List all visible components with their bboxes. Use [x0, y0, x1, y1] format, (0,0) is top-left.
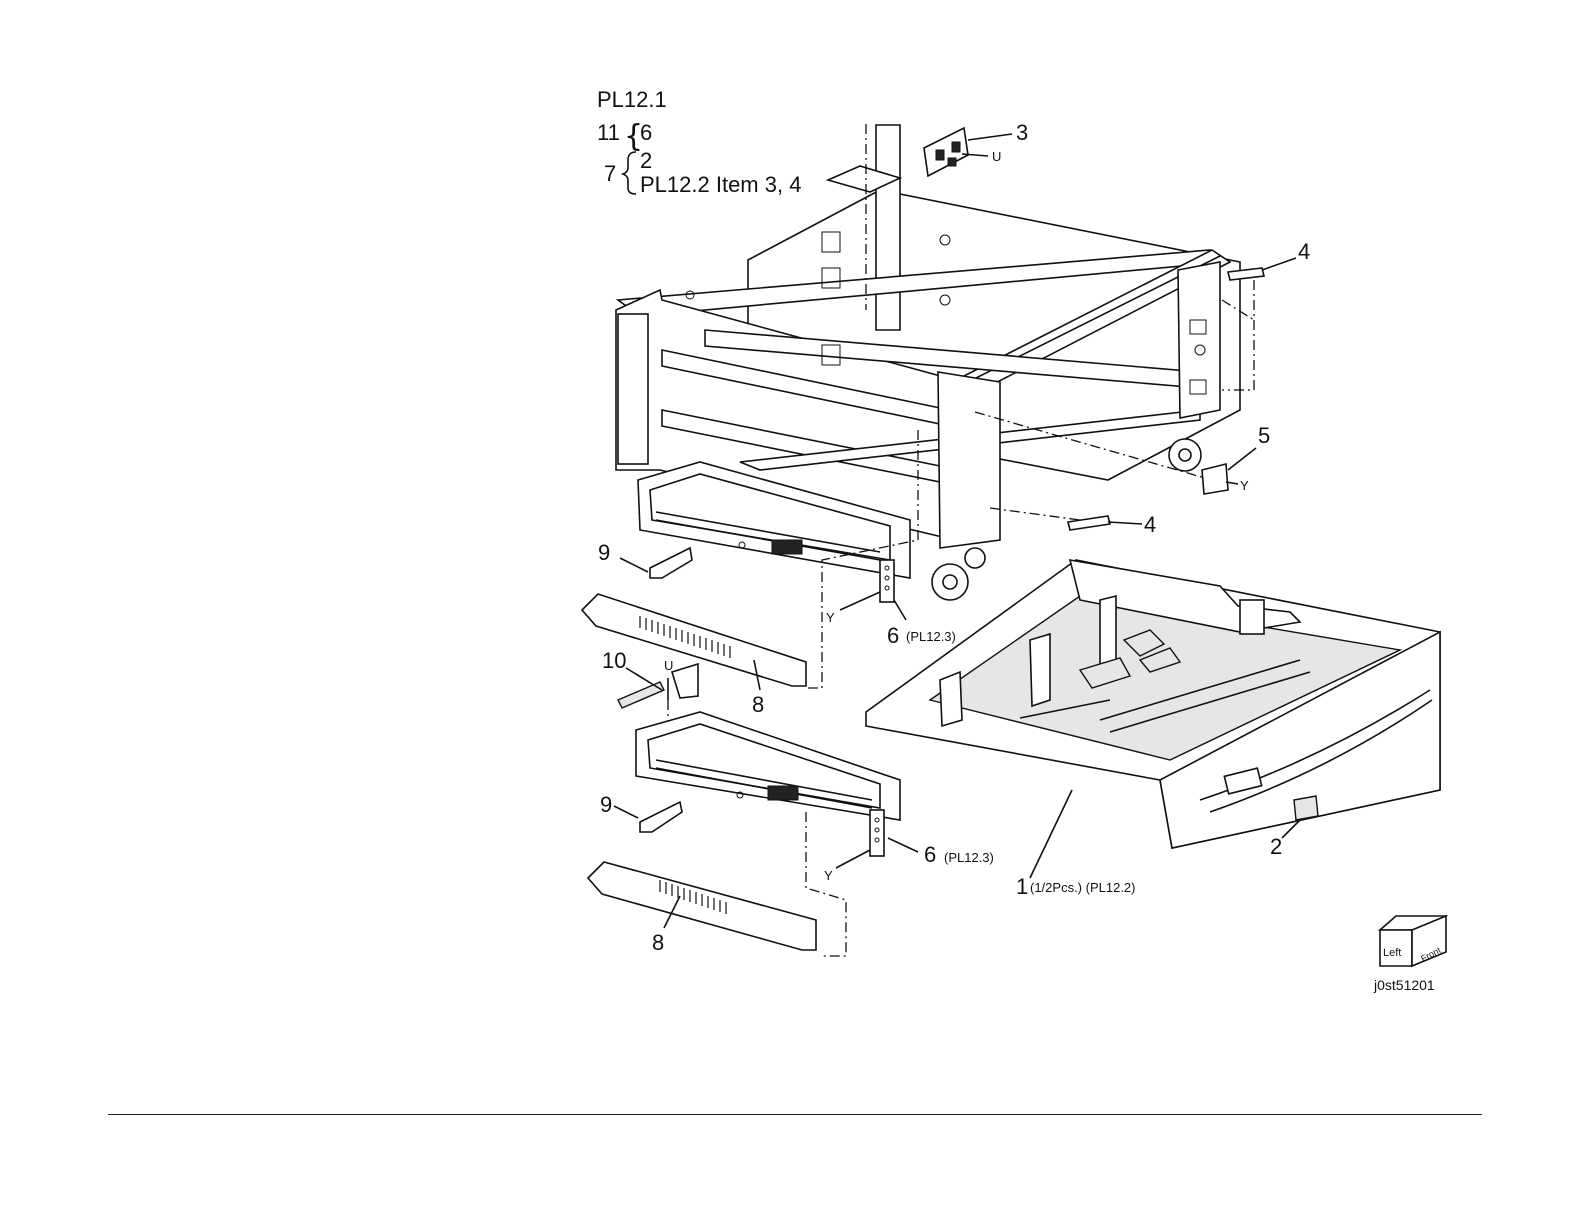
orientation-cube-icon: Left Front [1380, 916, 1446, 966]
callout-4-mid: 4 [1144, 512, 1156, 537]
item-8-lower [588, 862, 816, 950]
callout-9-upper: 9 [598, 540, 610, 565]
callout-9-lower: 9 [600, 792, 612, 817]
item-9-lower [614, 802, 682, 832]
note2-parent: 7 [604, 161, 616, 186]
callout-y-lower: Y [824, 868, 833, 883]
figure-id: j0st51201 [1373, 977, 1435, 993]
item-10-label [618, 664, 698, 708]
callout-6-lower: 6 [924, 842, 936, 867]
callout-8-upper: 8 [752, 692, 764, 717]
note1-child-1: 6 [640, 120, 652, 145]
leader-4-mid [990, 508, 1080, 520]
callout-6-upper-ref: (PL12.3) [906, 629, 956, 644]
leader-y-lower [836, 850, 870, 868]
callout-5: 5 [1258, 423, 1270, 448]
orientation-left: Left [1383, 947, 1401, 959]
item-9-upper [620, 548, 692, 578]
callout-4-top: 4 [1298, 239, 1310, 264]
callout-10: 10 [602, 648, 626, 673]
note2-child-2: PL12.2 Item 3, 4 [640, 172, 801, 197]
callout-u-left: U [664, 658, 673, 673]
leader-y-upper [840, 592, 880, 610]
callout-1-ref: (1/2Pcs.) (PL12.2) [1030, 880, 1136, 895]
item-4-mid [1068, 516, 1142, 530]
callout-8-lower: 8 [652, 930, 664, 955]
callout-6-upper: 6 [887, 623, 899, 648]
note2-child-1: 2 [640, 148, 652, 173]
leader-6-upper-b [894, 600, 906, 620]
plate-title: PL12.1 [597, 87, 667, 112]
feeder-lower [636, 712, 900, 856]
leader-1 [1030, 790, 1072, 878]
item-1-paper-tray [866, 560, 1440, 848]
callout-3: 3 [1016, 120, 1028, 145]
leader-6-lower-b [888, 838, 918, 852]
callout-y-upper: Y [826, 610, 835, 625]
note1-parent: 11 [597, 120, 620, 145]
callout-y-right: Y [1240, 478, 1249, 493]
callout-2: 2 [1270, 834, 1282, 859]
brace-icon-2 [623, 152, 636, 194]
footer-rule [108, 1114, 1482, 1115]
callout-1: 1 [1016, 874, 1028, 899]
callout-6-lower-ref: (PL12.3) [944, 850, 994, 865]
callout-u-top: U [992, 149, 1001, 164]
